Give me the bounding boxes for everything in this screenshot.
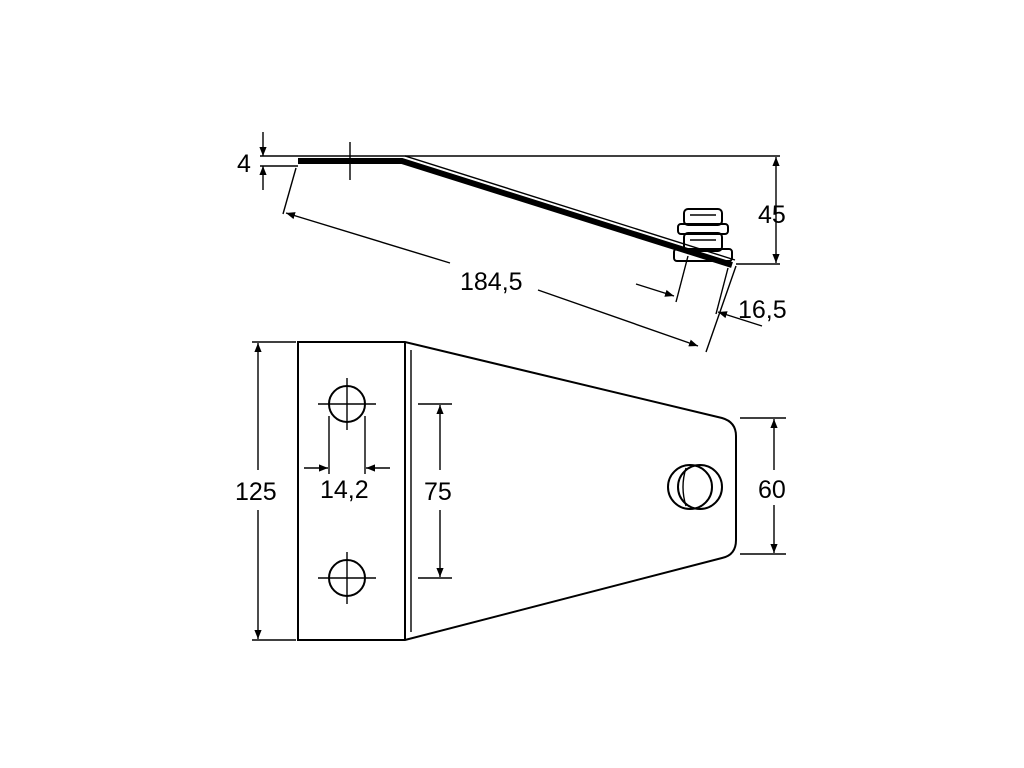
side-view: 4 45 184,5 16,5: [237, 132, 787, 353]
thickness-dimension: 4: [237, 132, 298, 190]
height-dimension: 125: [235, 341, 296, 641]
rise-dimension: 45: [405, 155, 786, 265]
bottom-hole: [318, 552, 376, 604]
hole-diameter-label: 14,2: [320, 476, 369, 504]
front-plate-outline: [297, 341, 737, 641]
front-view: 125 14,2 75 60: [235, 341, 786, 641]
top-hole: [318, 378, 376, 430]
length-label: 184,5: [460, 268, 523, 296]
tip-width-dimension: 60: [740, 417, 786, 555]
rise-label: 45: [758, 201, 786, 229]
thickness-label: 4: [237, 150, 251, 178]
hole-diameter-dimension: 14,2: [304, 416, 390, 504]
stud-height-label: 16,5: [738, 296, 787, 324]
tip-width-label: 60: [758, 476, 786, 504]
front-stud: [667, 464, 723, 510]
stud-height-dimension: 16,5: [635, 255, 787, 327]
length-dimension: 184,5: [282, 167, 737, 353]
side-plate-profile: [298, 158, 733, 268]
hole-spacing-label: 75: [424, 478, 452, 506]
height-label: 125: [235, 478, 277, 506]
hole-spacing-dimension: 75: [418, 403, 452, 579]
side-stud: [673, 208, 733, 262]
